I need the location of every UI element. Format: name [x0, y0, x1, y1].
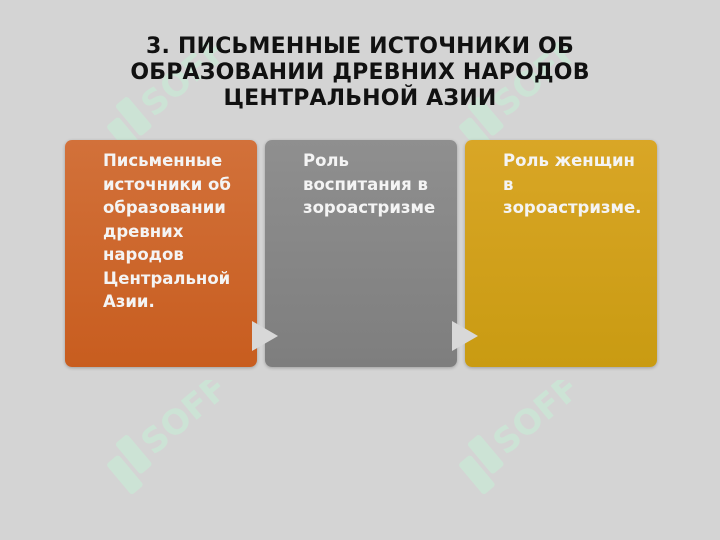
- process-card-women-role: Роль женщин в зороастризме.: [465, 140, 657, 367]
- slide-title: 3. ПИСЬМЕННЫЕ ИСТОЧНИКИ ОБ ОБРАЗОВАНИИ Д…: [60, 34, 660, 112]
- title-line: ОБРАЗОВАНИИ ДРЕВНИХ НАРОДОВ: [130, 60, 590, 85]
- watermark-logo: SOFF: [107, 380, 222, 495]
- title-line: ЦЕНТРАЛЬНОЙ АЗИИ: [223, 86, 497, 111]
- watermark-logo: SOFF: [459, 380, 574, 495]
- process-arrow-icon: [252, 321, 278, 351]
- watermark-logo: SOFF: [459, 42, 574, 157]
- process-card-written-sources: Письменные источники об образовании древ…: [65, 140, 257, 367]
- card-text: Роль воспитания в зороастризме: [303, 151, 436, 217]
- card-text: Письменные источники об образовании древ…: [103, 151, 231, 311]
- watermark-logo: SOFF: [107, 42, 222, 157]
- title-line: 3. ПИСЬМЕННЫЕ ИСТОЧНИКИ ОБ: [146, 34, 574, 59]
- process-arrow-icon: [452, 321, 478, 351]
- watermark-text: SOFF: [134, 380, 222, 463]
- card-text: Роль женщин в зороастризме.: [503, 151, 642, 217]
- watermark-text: SOFF: [486, 380, 574, 463]
- process-card-education-role: Роль воспитания в зороастризме: [265, 140, 457, 367]
